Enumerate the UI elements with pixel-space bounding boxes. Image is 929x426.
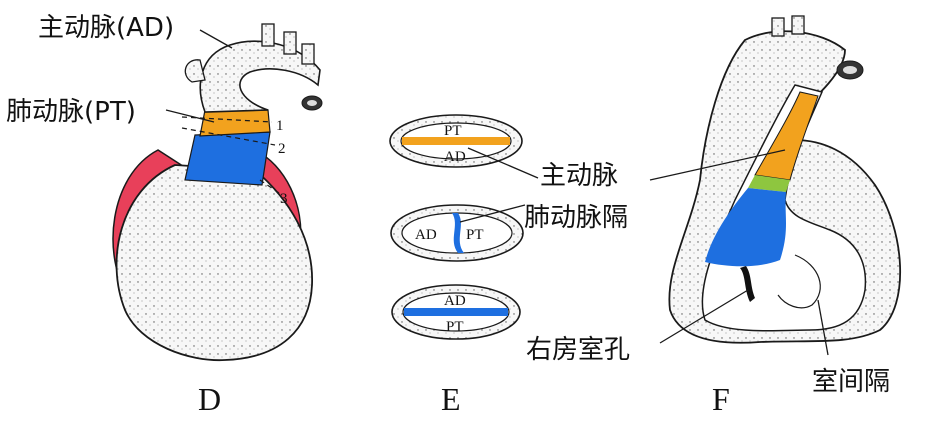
truncus-orange [200, 110, 270, 136]
panel-f: F [650, 16, 900, 417]
level-2: 2 [278, 141, 286, 157]
label-aorticopulmonary-septum: 肺动脉隔 [524, 203, 628, 233]
panel-e: PT AD AD PT AD PT E [390, 115, 538, 417]
level-3: 3 [280, 191, 288, 207]
f-branch-2 [792, 16, 804, 34]
panel-letter-d: D [198, 381, 221, 417]
section-3-top: AD [444, 293, 466, 309]
vessel-opening-right-inner [307, 100, 317, 106]
arch-branch-3 [302, 44, 314, 64]
arch-branch-2 [284, 32, 296, 54]
section-3-bottom: PT [446, 319, 464, 335]
f-vessel-opening-inner [843, 66, 857, 74]
pulmonary-stub-left [185, 60, 205, 82]
f-branch-1 [772, 18, 784, 36]
arch-branch-1 [262, 24, 274, 46]
pointer-aorta-ad [200, 30, 232, 48]
label-right-atrial-foramen: 右房室孔 [526, 335, 630, 365]
section-3-septum [404, 308, 508, 316]
label-ventricular-septum: 室间隔 [812, 367, 890, 397]
panel-letter-e: E [441, 381, 461, 417]
panel-d: 1 2 3 主动脉(AD) 肺动脉(PT) D [6, 13, 322, 417]
label-aorta-ad: 主动脉(AD) [38, 13, 174, 43]
level-1: 1 [276, 118, 284, 134]
truncus-blue [185, 132, 270, 185]
section-1-bottom: AD [444, 149, 466, 165]
label-aorta: 主动脉 [540, 161, 618, 191]
panel-letter-f: F [712, 381, 730, 417]
section-2-right: PT [466, 227, 484, 243]
section-2-left: AD [415, 227, 437, 243]
label-pulmonary-pt: 肺动脉(PT) [6, 97, 136, 127]
section-1-top: PT [444, 123, 462, 139]
